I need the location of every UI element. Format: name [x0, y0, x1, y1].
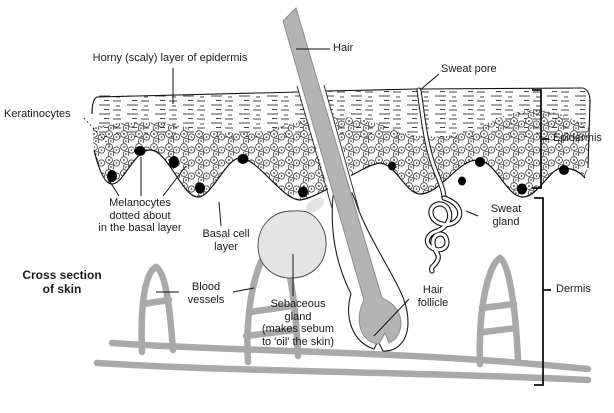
label-basal-cell-layer: Basal cell layer — [202, 228, 250, 253]
label-horny-layer: Horny (scaly) layer of epidermis — [92, 52, 248, 64]
sweat-gland-pointer — [465, 210, 479, 217]
label-keratinocytes: Keratinocytes — [4, 108, 71, 120]
hair-follicle-pointer — [373, 298, 410, 337]
label-melanocytes: Melanocytes dotted about in the basal la… — [98, 197, 182, 234]
label-sweat-pore: Sweat pore — [441, 63, 497, 75]
label-sweat-gland: Sweat gland — [490, 203, 522, 228]
dermis-bracket — [534, 197, 551, 386]
melanocytes-pointers — [106, 157, 187, 197]
keratinocytes-pointer — [83, 117, 115, 151]
basal-layer-boundary — [93, 149, 586, 201]
sweat-duct-shape — [416, 87, 447, 201]
label-hair-follicle: Hair follicle — [417, 284, 449, 309]
label-epidermis: Epidermis — [553, 132, 602, 144]
label-dermis: Dermis — [556, 283, 591, 295]
blood-vessel-shapes — [93, 239, 592, 384]
basal-layer-pointer — [218, 201, 222, 227]
hair-shaft-shape — [282, 7, 402, 345]
label-sebaceous-gland: Sebaceous gland (makes sebum to 'oil' th… — [261, 298, 335, 348]
sebaceous-gland-shape — [257, 197, 327, 279]
sweat-pore-pointer — [419, 73, 440, 91]
epidermis-bracket — [532, 89, 549, 189]
blood-vessels-pointers — [156, 287, 255, 293]
sweat-gland-coil-shape — [424, 195, 463, 274]
label-hair: Hair — [333, 42, 354, 54]
label-blood-vessels: Blood vessels — [187, 281, 225, 306]
diagram-title: Cross section of skin — [22, 268, 102, 296]
leader-lines — [83, 48, 479, 337]
